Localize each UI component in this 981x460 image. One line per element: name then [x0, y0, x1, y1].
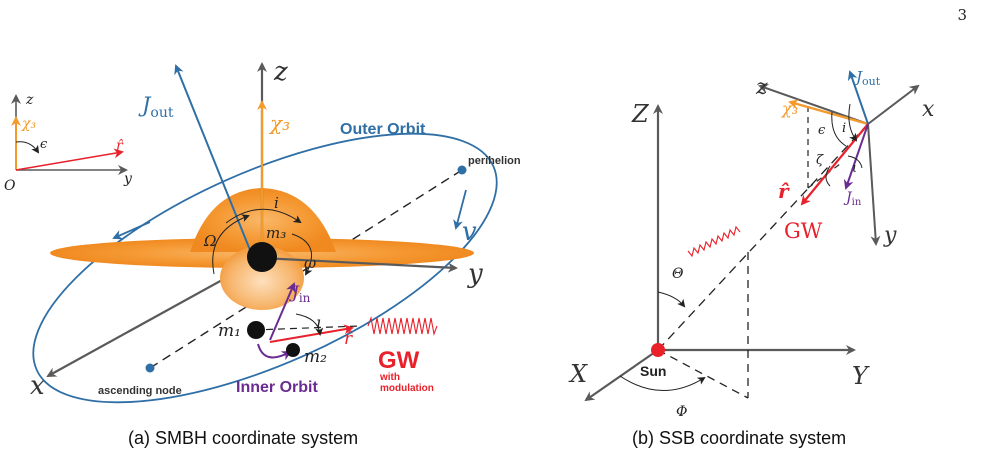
z-axis-label: z: [273, 57, 288, 87]
inclination-arc-b: [848, 103, 858, 142]
ascending-node-point: [145, 363, 155, 373]
gw-note-line1: with: [379, 372, 400, 383]
X-axis: [584, 349, 659, 402]
epsilon-label-b: ϵ: [818, 123, 826, 138]
zeta-label: ζ: [816, 153, 824, 168]
iota-label: ι: [316, 313, 322, 332]
iota-label-b: ι: [852, 161, 857, 176]
local-z-label: z: [755, 75, 768, 100]
r-hat-label: r̂: [344, 329, 353, 349]
local-chi3-vector: [788, 99, 869, 126]
local-z-axis: [758, 83, 869, 125]
body-m2: [286, 343, 300, 357]
x-axis-label: x: [30, 371, 45, 401]
zeta-arc: [825, 165, 831, 187]
inclination-label: i: [274, 194, 279, 212]
inset-chi3-label: χ₃: [21, 116, 36, 132]
m1-label: m₁: [218, 321, 241, 341]
local-j-in-label: Jin: [843, 190, 862, 208]
projection-ground: [657, 349, 749, 399]
epsilon-arc: [831, 111, 847, 147]
outer-orbit-ellipse: [32, 132, 498, 404]
Y-axis-label: Y: [852, 362, 870, 390]
inset-z-label: z: [25, 92, 34, 108]
local-chi3-label: χ₃: [781, 99, 798, 118]
omega-label: ω: [304, 254, 316, 272]
X-axis-label: X: [568, 360, 588, 388]
caption-panel-a: (a) SMBH coordinate system: [128, 428, 359, 448]
iota-arc: [295, 313, 324, 336]
sun-point: [651, 343, 665, 357]
outer-orbit-arrow-right: [453, 189, 467, 230]
r-hat-label-b: r̂: [778, 179, 790, 203]
theta-arc: [657, 291, 686, 308]
local-y-label: y: [883, 223, 897, 248]
Z-axis-label: Z: [631, 100, 650, 128]
perihelion-point: [457, 165, 467, 175]
y-axis-label: y: [467, 259, 483, 289]
inner-node-line: [253, 325, 361, 331]
phi-arc: [619, 375, 706, 391]
smbh-m3: [247, 242, 277, 272]
gw-label-b: GW: [784, 219, 823, 243]
perihelion-label: perihelion: [468, 155, 521, 167]
inset-y-label: y: [123, 171, 133, 187]
iota-arc-b: [847, 155, 863, 169]
sun-label: Sun: [640, 363, 666, 379]
local-x-axis: [867, 84, 920, 125]
omega-arc: [291, 233, 313, 276]
panel-b-ssb: Z X Y Sun Θ Φ r̂ GW z x y χ₃ Jout Jin ϵ …: [568, 68, 935, 420]
y-axis: [261, 256, 458, 273]
inclination-label-b: i: [842, 121, 846, 136]
inset-origin-label: O: [4, 178, 16, 194]
j-in-vector: [269, 282, 296, 341]
gw-wave-b: [687, 225, 741, 258]
panel-a-smbh: z y O χ₃ r̂ ϵ: [4, 57, 521, 404]
theta-label: Θ: [672, 266, 684, 282]
outer-orbit-label: Outer Orbit: [340, 121, 426, 138]
gw-note-line2: modulation: [380, 383, 434, 394]
m3-label: m₃: [266, 224, 286, 242]
velocity-label: v: [462, 217, 477, 247]
chi3-label: χ₃: [268, 111, 290, 135]
omega-cap-arc: [212, 214, 250, 275]
gw-wave-a: [367, 315, 438, 337]
j-out-label: Jout: [138, 93, 174, 121]
inner-halo: [220, 246, 304, 310]
j-out-vector: [174, 64, 251, 251]
m2-label: m₂: [304, 347, 327, 367]
local-dashed-diag: [807, 163, 841, 189]
line-of-sight: [657, 123, 869, 351]
ascending-node-label: ascending node: [98, 385, 182, 397]
body-m1: [247, 321, 265, 339]
phi-label: Φ: [676, 404, 687, 420]
local-y-axis: [867, 123, 881, 246]
inner-orbit-arrow: [257, 343, 292, 361]
local-j-in-vector: [843, 123, 869, 190]
inset-r-label: r̂: [116, 138, 124, 154]
omega-cap-label: Ω: [203, 232, 216, 250]
local-r-hat-vector: [800, 123, 869, 206]
inner-orbit-label: Inner Orbit: [236, 379, 318, 396]
outer-orbit-arrow-left: [112, 221, 151, 240]
j-in-label: Jin: [289, 283, 311, 305]
inclination-arc: [225, 208, 302, 224]
local-j-out-vector: [847, 70, 869, 125]
r-hat-vector: [269, 324, 354, 343]
gw-label-a: GW: [378, 347, 420, 374]
local-x-label: x: [922, 97, 935, 122]
inset-frame: z y O χ₃ r̂ ϵ: [4, 92, 133, 194]
caption-panel-b: (b) SSB coordinate system: [632, 428, 847, 448]
page-number: 3: [957, 6, 967, 24]
inset-epsilon-label: ϵ: [40, 137, 48, 152]
local-j-out-label: Jout: [853, 68, 881, 88]
